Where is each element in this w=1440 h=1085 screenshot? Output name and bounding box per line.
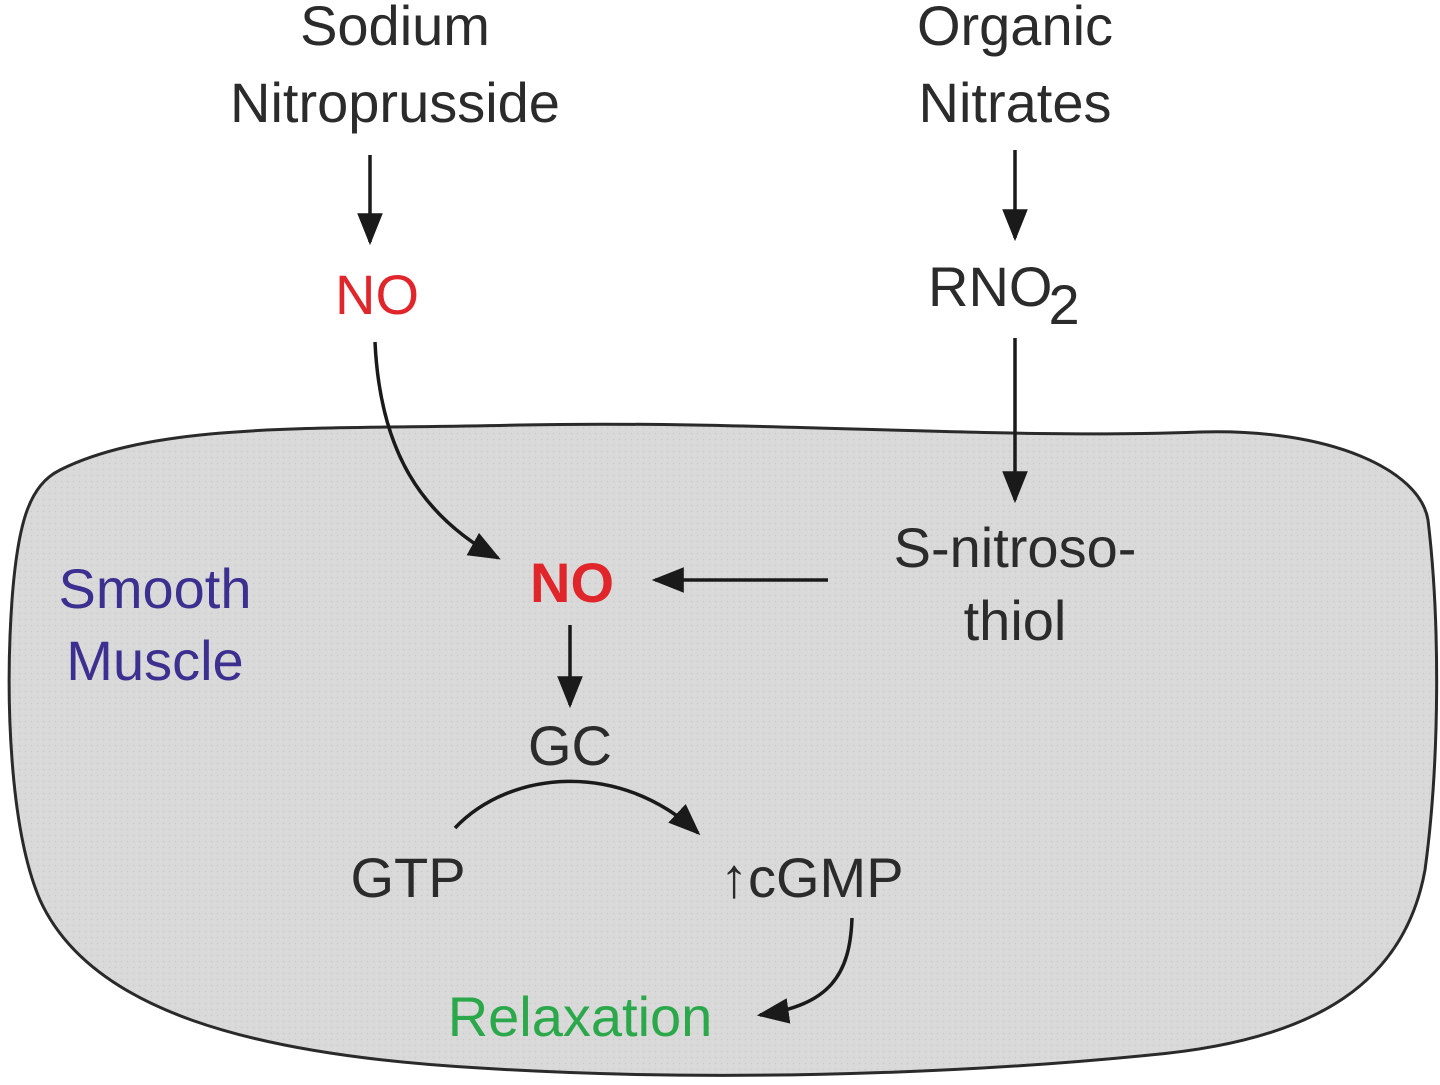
cgmp-text: cGMP [748,846,904,909]
rno2-label: RNO2 [928,255,1080,336]
cgmp-label: ↑cGMP [720,846,904,909]
organic-label-line2: Nitrates [919,71,1112,134]
no-inside-label: NO [530,551,614,614]
arrow-cgmp-to-relaxation [756,917,854,1024]
arrow-no-outside-to-inside [373,341,501,560]
cgmp-up-arrow: ↑ [720,846,748,909]
rno2-subscript: 2 [1048,273,1079,336]
smooth-muscle-label-line2: Muscle [66,629,243,692]
relaxation-label: Relaxation [448,985,713,1048]
snitrosothiol-label-line2: thiol [964,589,1067,652]
smooth-muscle-cell [7,422,1439,1077]
gc-label: GC [528,714,612,777]
smooth-muscle-label-line1: Smooth [59,557,252,620]
snitrosothiol-label-line1: S-nitroso- [894,516,1137,579]
rno2-main: RNO [928,255,1052,318]
arrow-gtp-to-cgmp [453,779,701,836]
sodium-label-line1: Sodium [300,0,490,57]
organic-label-line1: Organic [917,0,1113,57]
no-outside-label: NO [335,263,419,326]
gtp-label: GTP [350,846,465,909]
sodium-label-line2: Nitroprusside [230,71,560,134]
